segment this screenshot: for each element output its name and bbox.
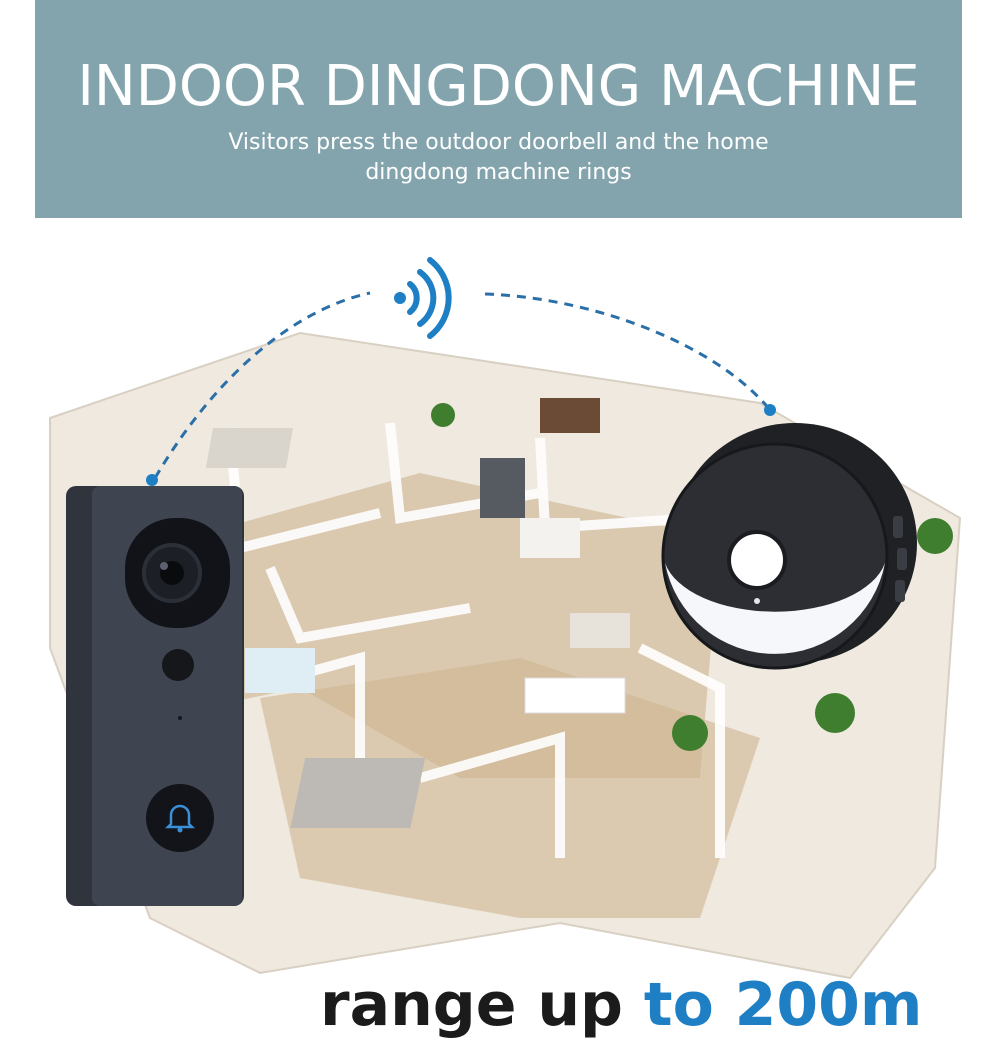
title-banner: INDOOR DINGDONG MACHINE Visitors press t…: [35, 0, 962, 218]
chime-center: [727, 530, 787, 590]
range-caption-part1: range up: [320, 970, 644, 1040]
bell-icon: [164, 804, 196, 833]
doorbell-button: [146, 784, 214, 852]
range-caption-part2: to 200m: [643, 970, 923, 1040]
range-caption: range up to 200m: [320, 975, 922, 1035]
chime-side-button-2: [897, 548, 907, 570]
house-scene: [49, 257, 962, 980]
chime-side-button-1: [893, 516, 903, 538]
signal-path-left: [153, 291, 371, 479]
subtitle-line-2: dingdong machine rings: [365, 160, 632, 185]
outdoor-doorbell: [66, 486, 244, 906]
subtitle-line-1: Visitors press the outdoor doorbell and …: [228, 130, 769, 155]
chime-side-button-3: [895, 580, 905, 602]
page-title: INDOOR DINGDONG MACHINE: [77, 54, 920, 119]
wifi-signal-icon: [394, 257, 452, 339]
indoor-chime: [661, 423, 917, 670]
subtitle: Visitors press the outdoor doorbell and …: [35, 128, 962, 188]
sensor: [162, 649, 194, 681]
